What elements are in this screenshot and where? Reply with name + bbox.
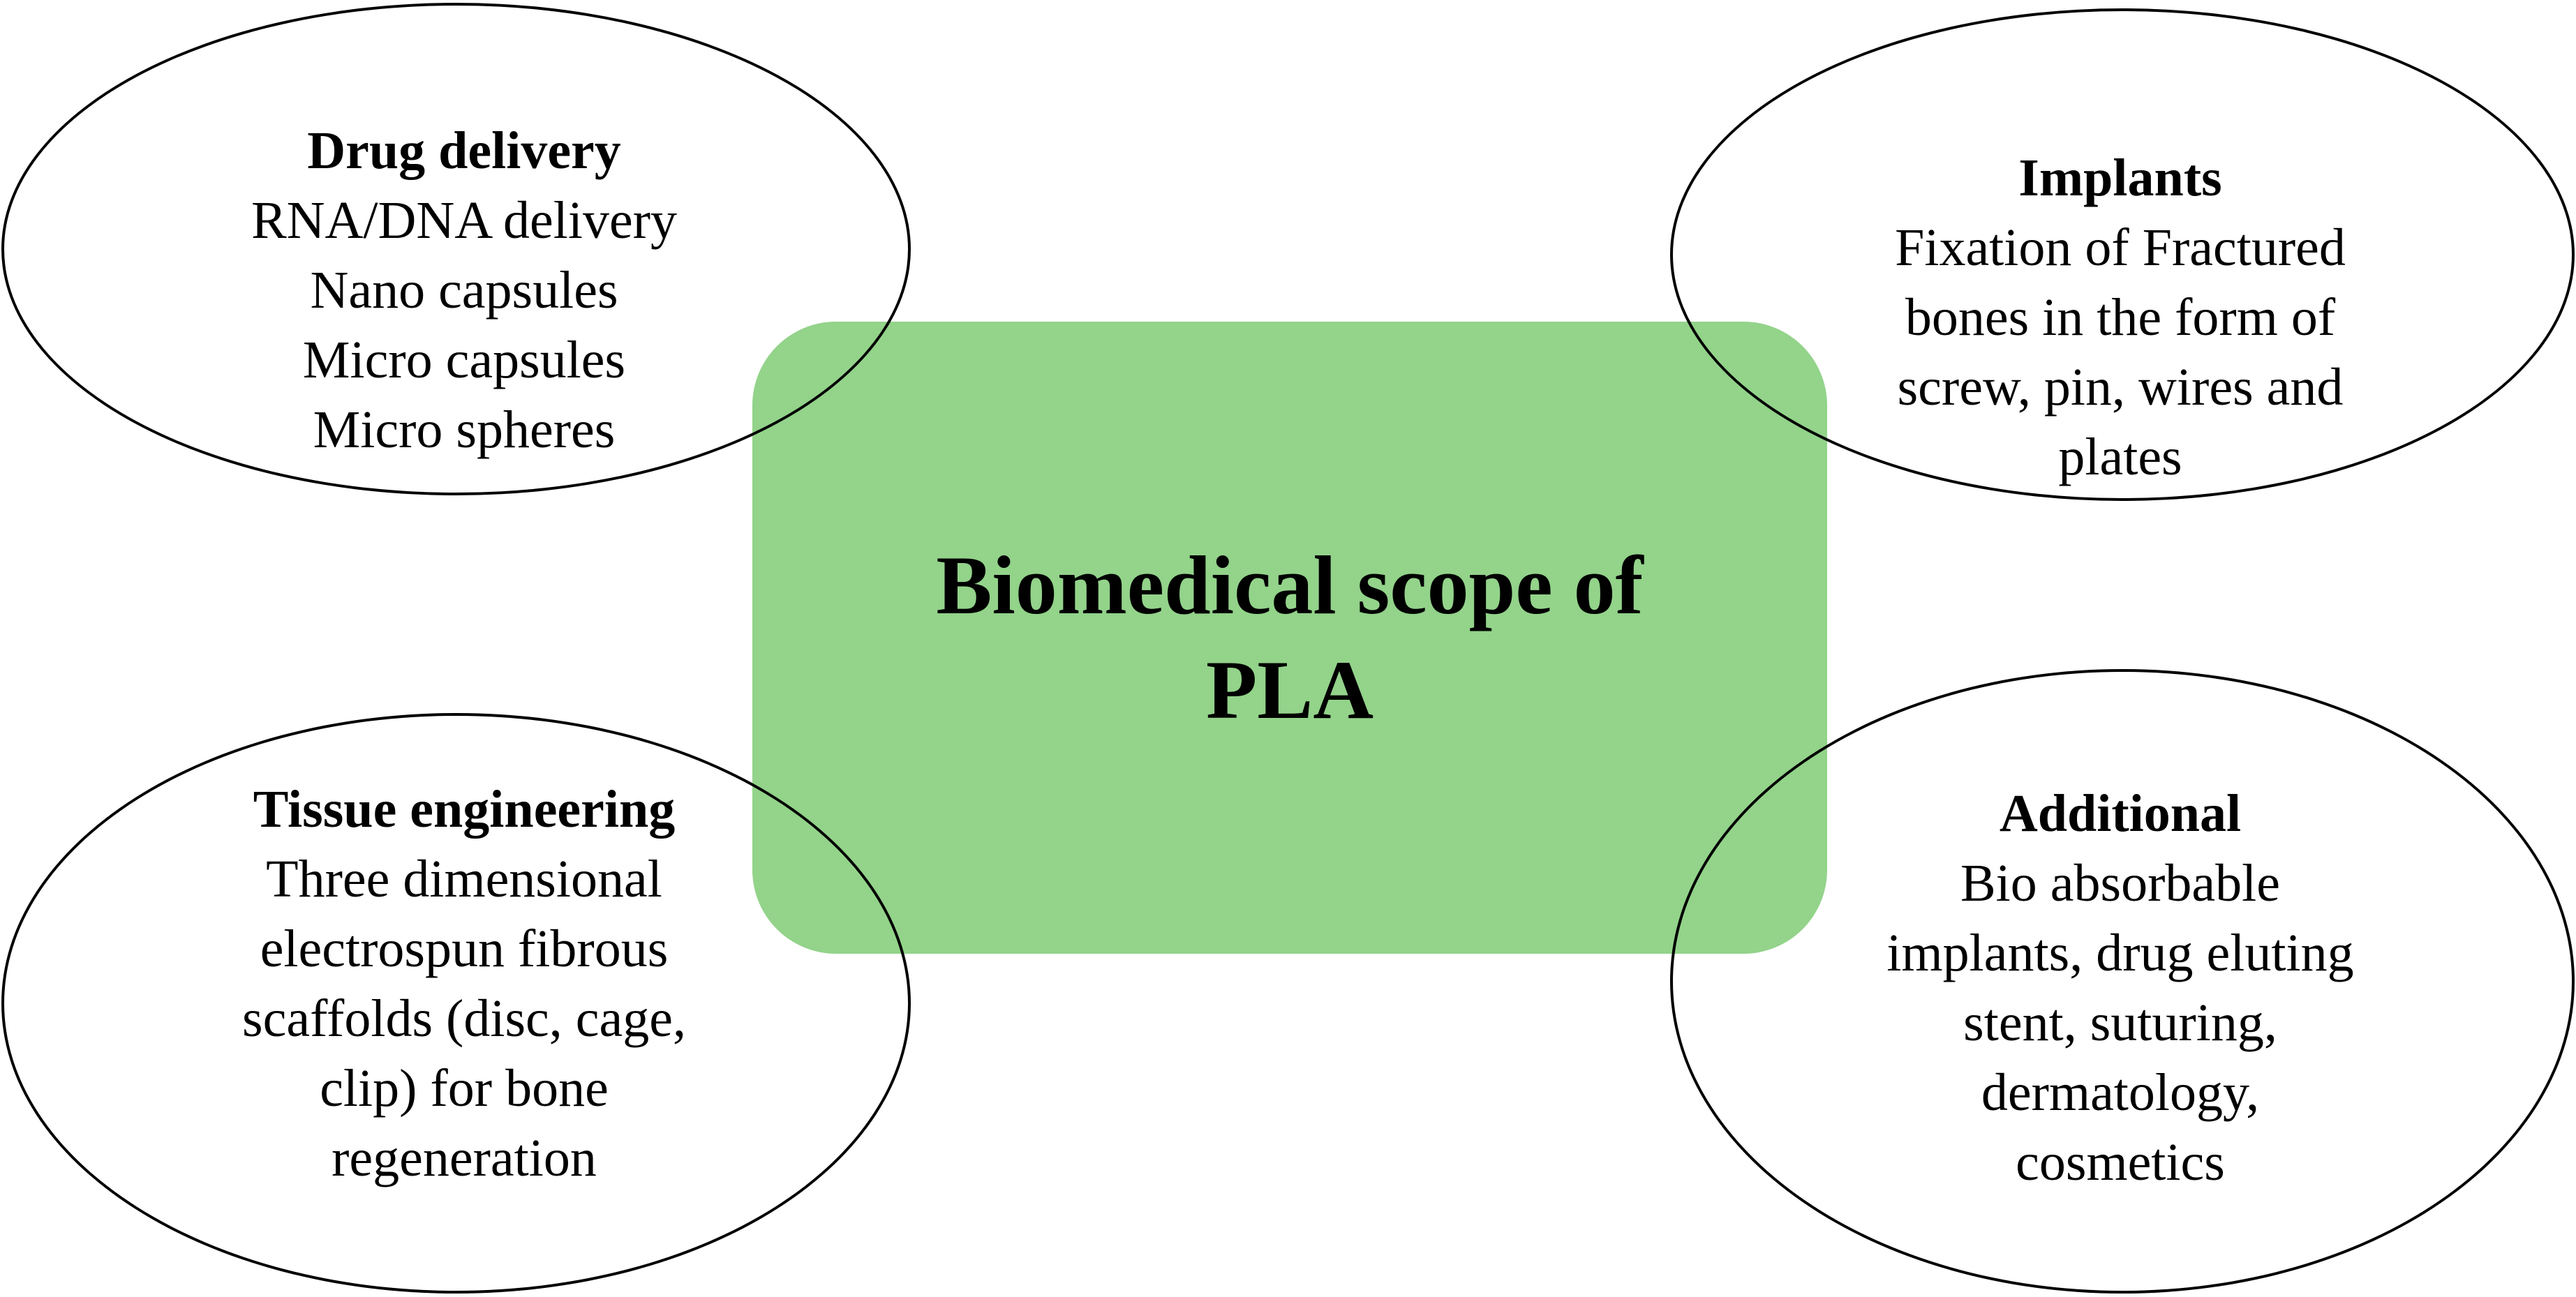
center-title: Biomedical scope of PLA: [752, 322, 1827, 954]
drug-delivery-text: Drug delivery RNA/DNA delivery Nano caps…: [140, 116, 789, 465]
tissue-engineering-line: electrospun fibrous: [260, 920, 669, 978]
implants-line: Fixation of Fractured: [1895, 218, 2346, 277]
additional-line: stent, suturing,: [1963, 994, 2277, 1052]
implants-line: bones in the form of: [1905, 288, 2336, 347]
additional-line: cosmetics: [2016, 1133, 2225, 1192]
additional-line: Bio absorbable: [1960, 854, 2280, 913]
center-title-line-1: Biomedical scope of: [936, 539, 1644, 631]
additional-text: Additional Bio absorbable implants, drug…: [1796, 779, 2445, 1197]
additional-line: implants, drug eluting: [1886, 924, 2354, 982]
drug-delivery-heading: Drug delivery: [307, 121, 621, 180]
tissue-engineering-ellipse: [1, 713, 911, 1294]
additional-line: dermatology,: [1981, 1063, 2260, 1122]
implants-ellipse: [1670, 8, 2575, 501]
implants-line: plates: [2058, 428, 2182, 486]
additional-heading: Additional: [1999, 784, 2242, 843]
tissue-engineering-line: regeneration: [332, 1129, 597, 1187]
center-title-line-2: PLA: [1206, 643, 1373, 736]
tissue-engineering-line: Three dimensional: [266, 850, 662, 908]
implants-text: Implants Fixation of Fractured bones in …: [1796, 143, 2445, 492]
tissue-engineering-text: Tissue engineering Three dimensional ele…: [140, 774, 789, 1193]
drug-delivery-line: Micro capsules: [302, 331, 626, 389]
tissue-engineering-heading: Tissue engineering: [253, 780, 676, 839]
tissue-engineering-line: clip) for bone: [320, 1059, 609, 1118]
implants-heading: Implants: [2018, 149, 2222, 207]
drug-delivery-line: Micro spheres: [313, 400, 616, 459]
center-box: [752, 322, 1827, 954]
additional-ellipse: [1670, 669, 2575, 1294]
implants-line: screw, pin, wires and: [1897, 358, 2344, 417]
drug-delivery-ellipse: [1, 3, 911, 495]
tissue-engineering-line: scaffolds (disc, cage,: [242, 989, 686, 1048]
drug-delivery-line: Nano capsules: [310, 261, 618, 320]
drug-delivery-line: RNA/DNA delivery: [251, 191, 678, 250]
